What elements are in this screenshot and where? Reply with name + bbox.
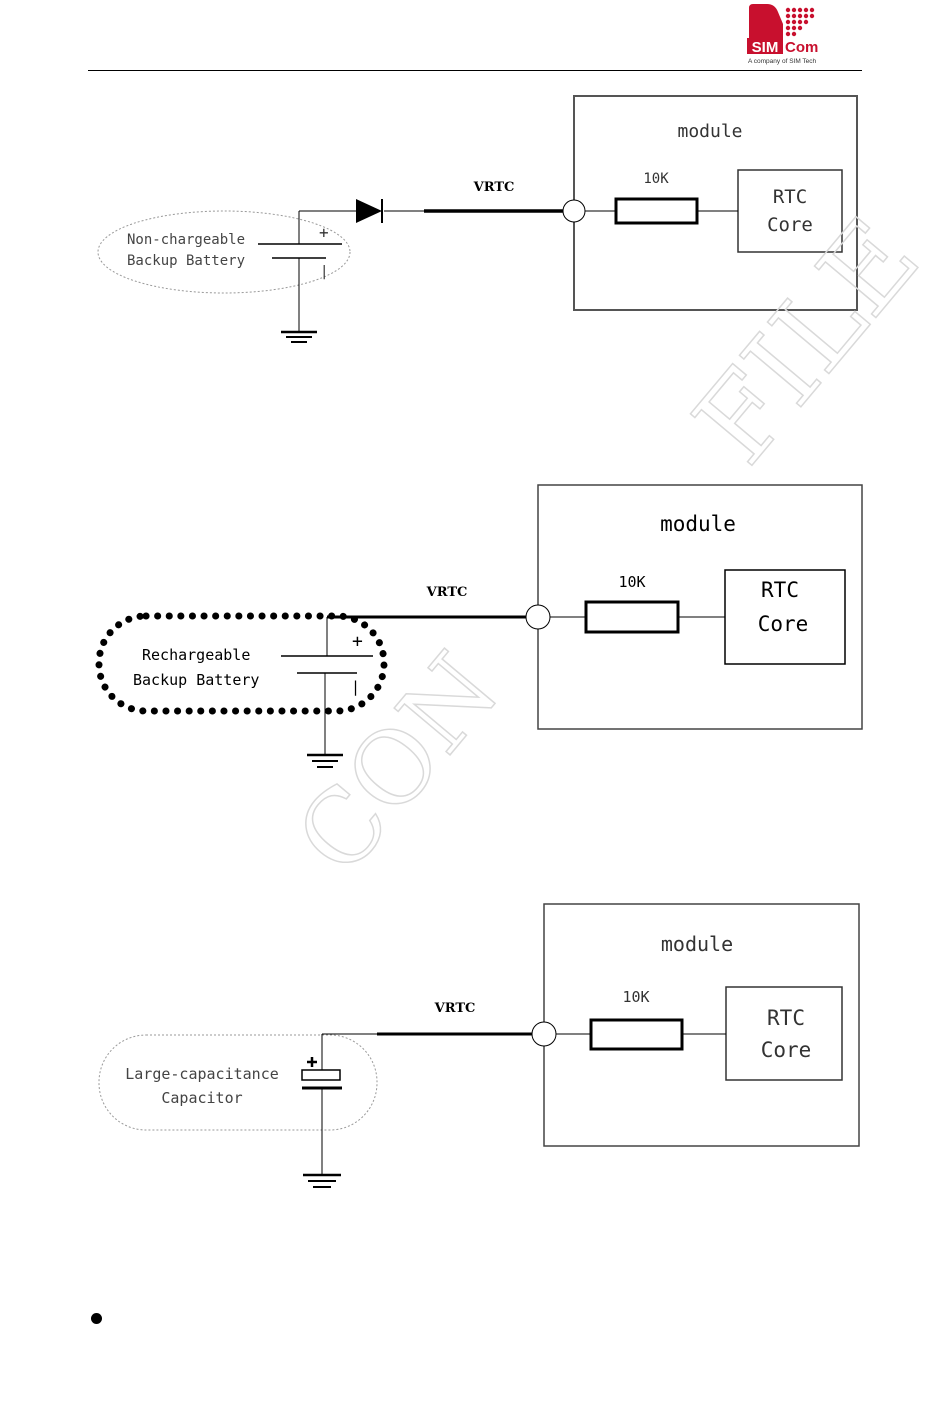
simcom-logo: SIM Com A company of SIM Tech xyxy=(745,2,825,66)
minus-sign: | xyxy=(320,264,328,280)
module-label: module xyxy=(660,512,736,536)
module-label: module xyxy=(677,121,742,142)
minus-sign: | xyxy=(351,678,360,696)
vrtc-label: VRTC xyxy=(426,585,468,600)
vrtc-label: VRTC xyxy=(473,180,515,195)
vrtc-pin xyxy=(563,200,585,222)
diagram-large-capacitor: module 10K RTC Core VRTC Large-capacitan… xyxy=(0,890,950,1200)
header-rule xyxy=(88,70,862,71)
battery-label-line1: Rechargeable xyxy=(142,646,250,664)
logo-brand-right: Com xyxy=(785,39,818,56)
resistor-label: 10K xyxy=(622,988,649,1006)
diode xyxy=(356,199,382,223)
rtc-label: RTC xyxy=(767,1006,805,1030)
list-bullet xyxy=(91,1313,102,1324)
core-label: Core xyxy=(767,214,813,236)
rtc-label: RTC xyxy=(773,186,807,208)
resistor xyxy=(586,602,678,632)
module-label: module xyxy=(661,932,733,956)
diagram-non-chargeable-battery: module 10K RTC Core VRTC Non-chargeable … xyxy=(0,80,950,360)
plus-sign: + xyxy=(319,223,329,242)
core-label: Core xyxy=(758,612,809,636)
battery-label-line2: Backup Battery xyxy=(127,253,245,269)
rtc-core-box xyxy=(738,170,842,252)
diagram-rechargeable-battery: module 10K RTC Core VRTC Rechargeable Ba… xyxy=(0,470,950,780)
resistor xyxy=(591,1020,682,1049)
resistor-label: 10K xyxy=(618,573,645,591)
battery-outline xyxy=(98,211,350,293)
battery-label-line2: Backup Battery xyxy=(133,671,259,689)
logo-brand-left: SIM xyxy=(752,39,779,56)
vrtc-label: VRTC xyxy=(434,1001,476,1016)
rtc-label: RTC xyxy=(761,578,799,602)
vrtc-pin xyxy=(532,1022,556,1046)
plus-sign: + xyxy=(352,631,363,652)
vrtc-pin xyxy=(526,605,550,629)
battery-label-line1: Non-chargeable xyxy=(127,232,245,248)
logo-tagline: A company of SIM Tech xyxy=(748,58,817,65)
capacitor-label-line2: Capacitor xyxy=(161,1089,242,1107)
capacitor-label-line1: Large-capacitance xyxy=(125,1065,279,1083)
resistor-label: 10K xyxy=(643,171,669,187)
resistor xyxy=(616,199,697,223)
core-label: Core xyxy=(761,1038,812,1062)
capacitor-plate xyxy=(302,1070,340,1080)
rtc-core-box xyxy=(726,987,842,1080)
